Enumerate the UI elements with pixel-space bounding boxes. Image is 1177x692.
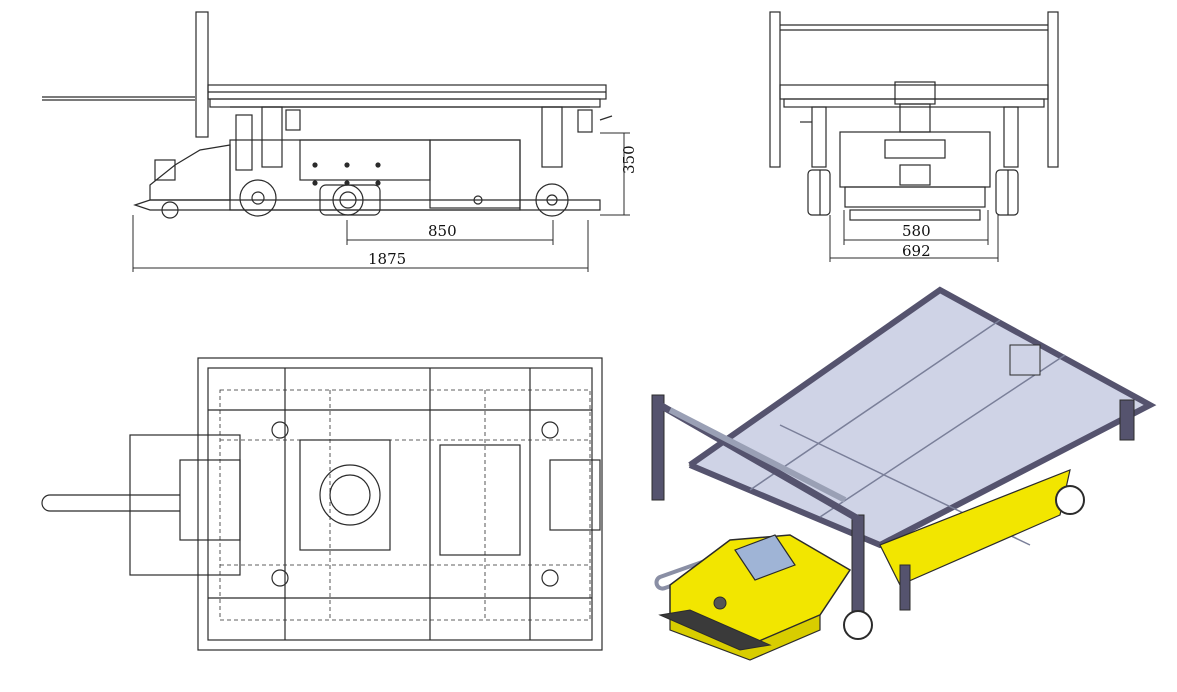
top-view (30, 350, 620, 660)
dim-length-label: 1875 (368, 250, 406, 268)
wheel-front-left (843, 610, 873, 640)
front-view: 580 692 (760, 0, 1070, 270)
wheel-rear-right (1055, 485, 1085, 515)
top-view-drawing (41, 357, 603, 651)
dim-wheelbase-label: 850 (428, 222, 457, 240)
deck-frame (688, 286, 1157, 549)
dim-height-label: 350 (620, 145, 638, 174)
side-view-drawing: 350 850 1875 (42, 11, 638, 272)
front-view-drawing: 580 692 (769, 11, 1059, 262)
isometric-view (630, 285, 1170, 685)
dim-outer-width-label: 692 (902, 242, 931, 260)
isometric-drawing (651, 286, 1157, 661)
side-view: 350 850 1875 (0, 0, 660, 290)
dim-inner-width-label: 580 (902, 222, 931, 240)
control-panel (734, 534, 796, 581)
